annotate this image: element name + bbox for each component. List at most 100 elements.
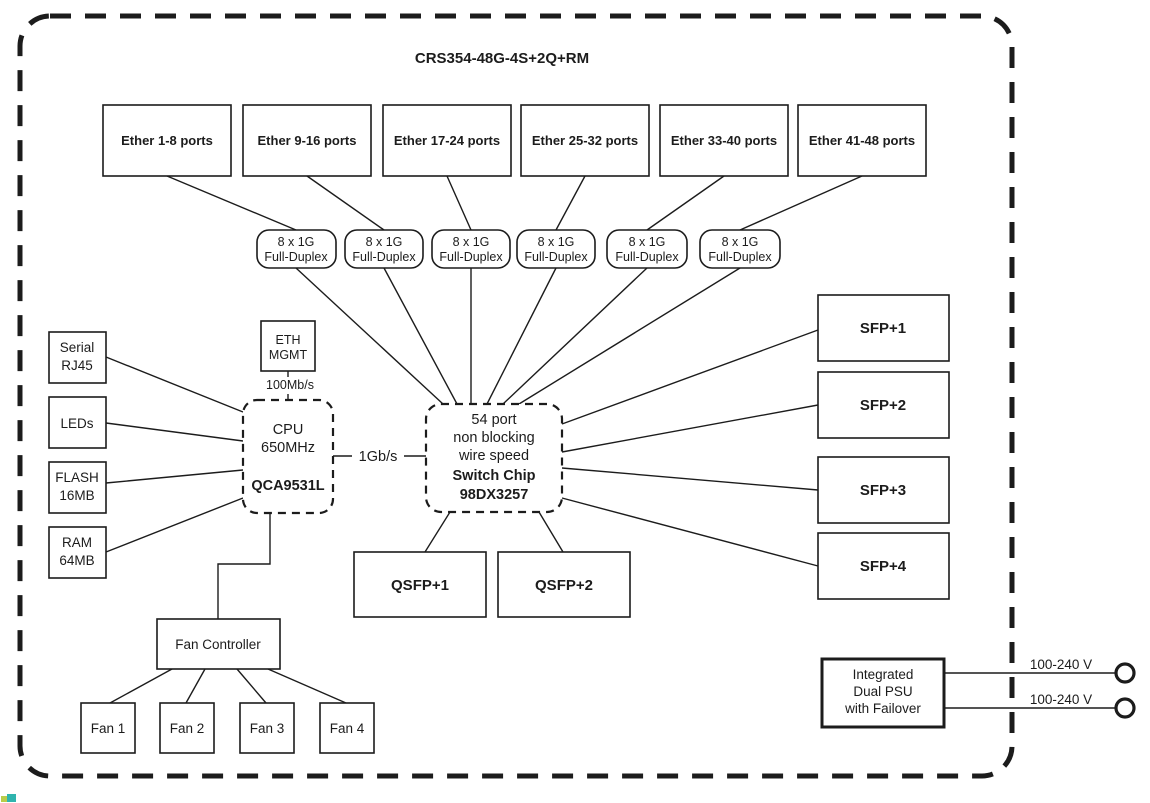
- sfp-port-label: SFP+3: [860, 482, 906, 499]
- switch-to-qsfp-wires: [424, 511, 564, 553]
- fan-1: Fan 1: [80, 702, 136, 754]
- sfp-port-box: [817, 532, 950, 600]
- peripheral-to-cpu-wires: [105, 356, 244, 553]
- ether-group-box: [520, 104, 650, 177]
- connector-line: [105, 469, 244, 484]
- mgmt-port-line2: MGMT: [269, 348, 308, 362]
- phy-link-line2: Full-Duplex: [439, 250, 503, 264]
- qsfp-port-1: QSFP+1: [353, 551, 487, 618]
- qsfp-port-label: QSFP+1: [391, 577, 449, 594]
- power-input-2: 100-240 V: [944, 692, 1136, 719]
- mgmt-link-speed-label: 100Mb/s: [266, 378, 314, 392]
- phy-link-line2: Full-Duplex: [264, 250, 328, 264]
- phy-link-5: 8 x 1G Full-Duplex: [606, 229, 688, 269]
- phy-link-4: 8 x 1G Full-Duplex: [516, 229, 596, 269]
- fan-label: Fan 2: [170, 721, 205, 736]
- psu-line1: Integrated: [853, 667, 914, 682]
- cpu-line2: 650MHz: [261, 440, 315, 456]
- phy-link-1: 8 x 1G Full-Duplex: [256, 229, 337, 269]
- mgmt-port-box: [260, 320, 316, 372]
- connector-line: [502, 267, 648, 405]
- connector-line: [561, 329, 819, 425]
- ether-group-label: Ether 17-24 ports: [394, 133, 500, 148]
- peripheral-leds: LEDs: [48, 396, 107, 449]
- fan-box: [239, 702, 295, 754]
- corner-artifact: [1, 794, 16, 802]
- phy-link-line1: 8 x 1G: [722, 235, 759, 249]
- switch-chip-line3: wire speed: [458, 448, 529, 464]
- fan-box: [319, 702, 375, 754]
- fan-controller-to-fan-wires: [109, 668, 347, 704]
- connector-line: [646, 175, 725, 231]
- ether-group-label: Ether 33-40 ports: [671, 133, 777, 148]
- connector-line: [295, 267, 444, 405]
- connector-line: [383, 267, 458, 405]
- switch-chip-line2: non blocking: [453, 430, 534, 446]
- ether-group-box: [242, 104, 372, 177]
- fan-label: Fan 1: [91, 721, 126, 736]
- connector-line: [267, 668, 347, 704]
- switch-chip-block: 54 port non blocking wire speed Switch C…: [424, 402, 564, 514]
- cpu-model-label: QCA9531L: [251, 478, 324, 494]
- peripheral-line2: RJ45: [61, 358, 93, 373]
- connector-line: [538, 511, 564, 553]
- mgmt-port-line1: ETH: [276, 333, 301, 347]
- psu-line3: with Failover: [844, 701, 921, 716]
- ether-group-label: Ether 25-32 ports: [532, 133, 638, 148]
- cpu-line1: CPU: [273, 422, 304, 438]
- ether-group-4: Ether 25-32 ports: [520, 104, 650, 177]
- fan-label: Fan 4: [330, 721, 365, 736]
- connector-line: [236, 668, 267, 704]
- phy-link-line2: Full-Duplex: [708, 250, 772, 264]
- connector-line: [518, 267, 741, 405]
- qsfp-port-box: [353, 551, 487, 618]
- phy-link-box: [431, 229, 511, 269]
- ether-to-phy-wires: [166, 175, 863, 231]
- psu-block: Integrated Dual PSU with Failover: [820, 657, 946, 729]
- sfp-port-4: SFP+4: [817, 532, 950, 600]
- peripheral-box: [48, 331, 107, 384]
- qsfp-port-2: QSFP+2: [497, 551, 631, 618]
- qsfp-port-box: [497, 551, 631, 618]
- connector-line: [446, 175, 472, 231]
- connector-line: [561, 467, 819, 491]
- fan-2: Fan 2: [159, 702, 215, 754]
- artifact-mark: [1, 796, 8, 802]
- sfp-port-label: SFP+1: [860, 320, 906, 337]
- connector-line: [486, 267, 557, 405]
- fan-3: Fan 3: [239, 702, 295, 754]
- fan-box: [80, 702, 136, 754]
- ether-group-3: Ether 17-24 ports: [382, 104, 512, 177]
- ether-group-6: Ether 41-48 ports: [797, 104, 927, 177]
- mgmt-link: 100Mb/s: [266, 371, 314, 400]
- phy-link-box: [516, 229, 596, 269]
- ether-group-box: [102, 104, 232, 177]
- ether-group-box: [659, 104, 789, 177]
- phy-to-switch-wires: [295, 267, 741, 405]
- connector-line: [109, 668, 173, 704]
- connector-line: [306, 175, 385, 231]
- phy-link-3: 8 x 1G Full-Duplex: [431, 229, 511, 269]
- sfp-port-1: SFP+1: [817, 294, 950, 362]
- fan-4: Fan 4: [319, 702, 375, 754]
- sfp-port-3: SFP+3: [817, 456, 950, 524]
- peripheral-flash: FLASH 16MB: [48, 461, 107, 514]
- sfp-port-label: SFP+2: [860, 397, 906, 414]
- peripheral-box: [48, 461, 107, 514]
- power-plug-icon: [1114, 662, 1136, 684]
- fan-label: Fan 3: [250, 721, 285, 736]
- artifact-mark: [7, 794, 16, 802]
- cpu-switch-link-speed-label: 1Gb/s: [359, 449, 398, 465]
- peripheral-serial: Serial RJ45: [48, 331, 107, 384]
- psu-line2: Dual PSU: [853, 684, 912, 699]
- ether-group-label: Ether 9-16 ports: [258, 133, 357, 148]
- peripheral-ram: RAM 64MB: [48, 526, 107, 579]
- ether-group-2: Ether 9-16 ports: [242, 104, 372, 177]
- peripheral-line2: 16MB: [59, 488, 94, 503]
- connector-line: [105, 422, 244, 442]
- phy-link-line1: 8 x 1G: [366, 235, 403, 249]
- phy-link-line2: Full-Duplex: [352, 250, 416, 264]
- connector-line: [166, 175, 297, 231]
- phy-link-line1: 8 x 1G: [453, 235, 490, 249]
